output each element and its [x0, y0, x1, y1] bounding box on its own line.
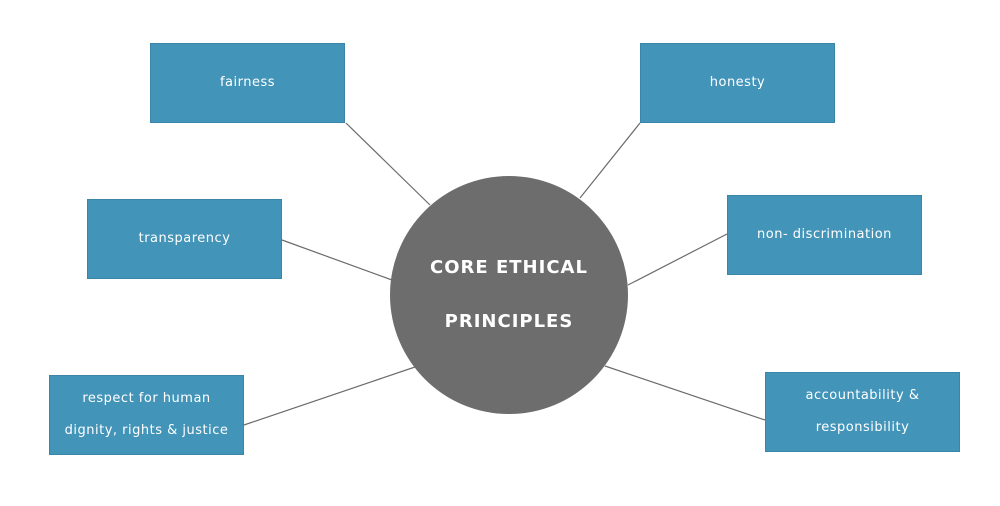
central-title-line2: PRINCIPLES	[444, 311, 574, 332]
connector-non-discrimination	[627, 233, 728, 286]
node-label: transparency	[138, 231, 231, 246]
node-transparency: transparency	[87, 199, 282, 279]
connector-respect	[243, 366, 416, 426]
node-respect: respect for human dignity, rights & just…	[49, 375, 244, 455]
node-accountability: accountability & responsibility	[765, 372, 960, 452]
node-label-line2: dignity, rights & justice	[64, 423, 229, 438]
central-node: CORE ETHICAL PRINCIPLES	[390, 176, 628, 414]
connector-transparency	[281, 239, 393, 281]
node-non-discrimination: non- discrimination	[727, 195, 922, 275]
node-label-line1: accountability &	[805, 388, 920, 403]
node-label: non- discrimination	[757, 227, 892, 242]
node-label-line2: responsibility	[815, 420, 910, 435]
connector-accountability	[604, 365, 766, 421]
node-label: honesty	[709, 75, 766, 90]
node-label-line1: respect for human	[82, 391, 211, 406]
node-honesty: honesty	[640, 43, 835, 123]
node-label: fairness	[219, 75, 276, 90]
central-title-line1: CORE ETHICAL	[430, 257, 588, 278]
connector-fairness	[345, 122, 431, 206]
node-fairness: fairness	[150, 43, 345, 123]
connector-honesty	[579, 122, 641, 199]
